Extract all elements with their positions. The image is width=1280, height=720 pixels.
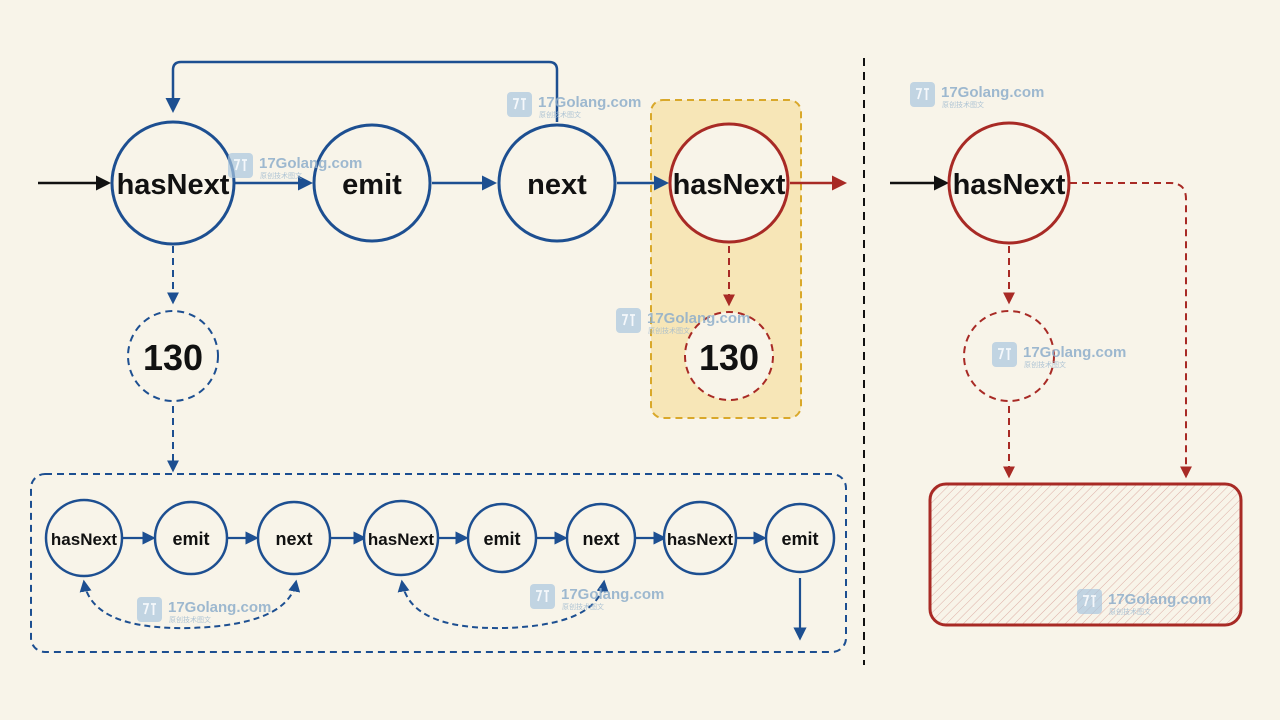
loop-node-1-label: hasNext — [51, 530, 117, 549]
loop-node-8: emit — [764, 502, 836, 574]
loop-node-4: hasNext — [362, 499, 440, 577]
watermark-site-text: 17Golang.com — [941, 84, 1044, 101]
result-box-right — [928, 482, 1243, 627]
node-value-left: 130 — [127, 310, 219, 402]
left-main-arrows — [38, 60, 669, 473]
loop-node-5: emit — [466, 502, 538, 574]
loop-node-1: hasNext — [44, 498, 124, 578]
watermark-logo-icon — [1077, 589, 1102, 614]
loop-node-6-label: next — [582, 529, 619, 549]
node-value-highlight-label: 130 — [699, 337, 759, 378]
watermark-site-text: 17Golang.com — [1108, 591, 1211, 608]
node-hasnext-main-label: hasNext — [117, 169, 230, 201]
watermark-sub-text: 原创技术图文 — [648, 326, 690, 335]
loop-node-3: next — [256, 500, 332, 576]
right-arrows — [890, 175, 1192, 479]
node-hasnext-highlight: hasNext — [668, 122, 790, 244]
loop-node-2-label: emit — [172, 529, 209, 549]
watermark-logo-icon — [137, 597, 162, 622]
node-value-left-label: 130 — [143, 337, 203, 378]
watermark-sub-text: 原创技术图文 — [1024, 360, 1066, 369]
watermark-sub-text: 原创技术图文 — [562, 602, 604, 611]
watermark-site-text: 17Golang.com — [561, 586, 664, 603]
node-value-highlight: 130 — [684, 311, 774, 401]
watermark-site-text: 17Golang.com — [538, 94, 641, 111]
node-emit-main: emit — [312, 123, 432, 243]
watermark-site-text: 17Golang.com — [168, 599, 271, 616]
loop-node-6: next — [565, 502, 637, 574]
loop-container — [30, 473, 847, 653]
watermark-logo-icon — [616, 308, 641, 333]
watermark-logo-icon — [992, 342, 1017, 367]
watermarks: 17Golang.com原创技术图文17Golang.com原创技术图文17Go… — [137, 82, 1211, 624]
watermark-logo-icon — [530, 584, 555, 609]
watermark-site-text: 17Golang.com — [259, 155, 362, 172]
node-hasnext-right-label: hasNext — [953, 169, 1066, 201]
node-next-main-label: next — [527, 169, 587, 201]
loop-node-4-label: hasNext — [368, 530, 434, 549]
loop-node-7: hasNext — [662, 500, 738, 576]
watermark-logo-icon — [910, 82, 935, 107]
watermark-sub-text: 原创技术图文 — [260, 171, 302, 180]
loop-arrows — [79, 531, 807, 641]
node-hasnext-right: hasNext — [947, 121, 1071, 245]
watermark-sub-text: 原创技术图文 — [942, 100, 984, 109]
watermark-logo-icon — [228, 153, 253, 178]
highlight-arrows — [723, 175, 847, 307]
dashed-bypass-arrow — [1070, 182, 1192, 479]
watermark-site-text: 17Golang.com — [647, 310, 750, 327]
watermark-sub-text: 原创技术图文 — [1109, 607, 1151, 616]
watermark-site-text: 17Golang.com — [1023, 344, 1126, 361]
loop-node-3-label: next — [275, 529, 312, 549]
node-next-main: next — [497, 123, 617, 243]
watermark-sub-text: 原创技术图文 — [169, 615, 211, 624]
node-hasnext-main: hasNext — [110, 120, 236, 246]
node-hasnext-highlight-label: hasNext — [673, 169, 786, 201]
feedback-loop-arrow — [165, 60, 559, 122]
loop-node-2: emit — [153, 500, 229, 576]
loop-node-5-label: emit — [483, 529, 520, 549]
loop-node-8-label: emit — [781, 529, 818, 549]
loop-node-7-label: hasNext — [667, 530, 733, 549]
watermark-logo-icon — [507, 92, 532, 117]
node-emit-main-label: emit — [342, 169, 402, 201]
watermark-sub-text: 原创技术图文 — [539, 110, 581, 119]
